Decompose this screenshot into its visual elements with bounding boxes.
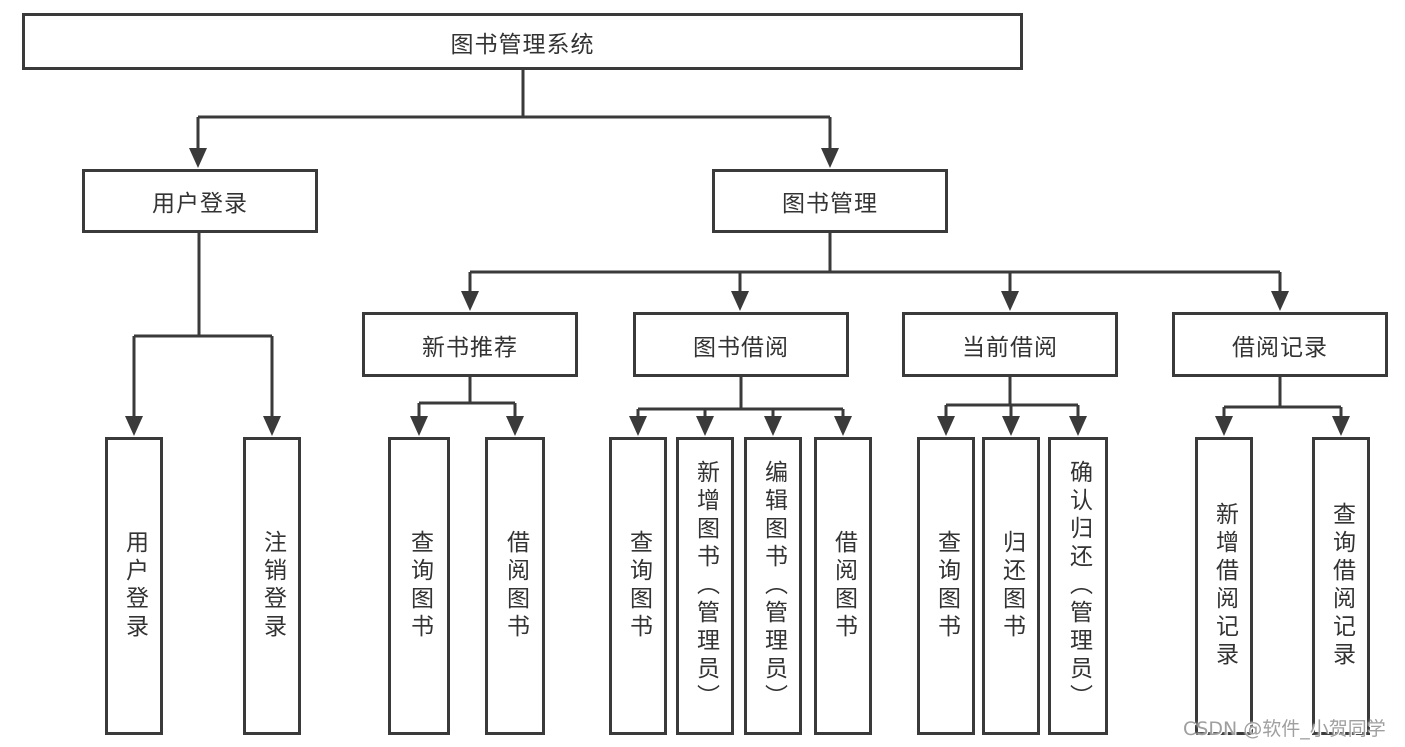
leaf-add-book-admin-label: 新增图书（管理员） (692, 460, 719, 712)
node-current-borrowing-label: 当前借阅 (962, 334, 1058, 361)
leaf-query-books-borrowing: 查询图书 (609, 437, 667, 735)
leaf-query-books-recommend: 查询图书 (388, 437, 450, 735)
node-current-borrowing: 当前借阅 (902, 312, 1118, 377)
leaf-edit-book-admin: 编辑图书（管理员） (744, 437, 802, 735)
node-new-book-recommend-label: 新书推荐 (422, 334, 518, 361)
leaf-logout: 注销登录 (243, 437, 301, 735)
node-book-borrowing: 图书借阅 (633, 312, 849, 377)
leaf-query-borrow-record-label: 查询借阅记录 (1328, 502, 1355, 670)
node-root: 图书管理系统 (22, 13, 1023, 70)
node-book-management-label: 图书管理 (782, 191, 878, 217)
node-user-login: 用户登录 (82, 169, 318, 233)
leaf-query-books-recommend-label: 查询图书 (406, 530, 433, 642)
leaf-edit-book-admin-label: 编辑图书（管理员） (760, 460, 787, 712)
leaf-confirm-return-admin: 确认归还（管理员） (1048, 437, 1108, 735)
leaf-query-borrow-record: 查询借阅记录 (1312, 437, 1370, 735)
leaf-user-login-label: 用户登录 (121, 530, 148, 642)
node-book-management: 图书管理 (712, 169, 948, 233)
leaf-borrow-books-recommend-label: 借阅图书 (502, 530, 529, 642)
leaf-confirm-return-admin-label: 确认归还（管理员） (1065, 460, 1092, 712)
node-root-label: 图书管理系统 (450, 31, 595, 58)
node-book-borrowing-label: 图书借阅 (693, 334, 789, 361)
leaf-logout-label: 注销登录 (259, 530, 286, 642)
csdn-watermark: CSDN @软件_小贺同学 (1183, 718, 1386, 740)
leaf-user-login: 用户登录 (105, 437, 163, 735)
leaf-return-books: 归还图书 (982, 437, 1040, 735)
leaf-borrow-books-borrowing-label: 借阅图书 (830, 530, 857, 642)
leaf-borrow-books-borrowing: 借阅图书 (814, 437, 872, 735)
leaf-borrow-books-recommend: 借阅图书 (485, 437, 545, 735)
leaf-query-books-current: 查询图书 (917, 437, 975, 735)
node-new-book-recommend: 新书推荐 (362, 312, 578, 377)
leaf-return-books-label: 归还图书 (998, 530, 1025, 642)
leaf-add-book-admin: 新增图书（管理员） (676, 437, 734, 735)
leaf-add-borrow-record-label: 新增借阅记录 (1211, 502, 1238, 670)
node-user-login-label: 用户登录 (152, 191, 248, 217)
node-borrowing-records-label: 借阅记录 (1232, 334, 1328, 361)
leaf-add-borrow-record: 新增借阅记录 (1195, 437, 1253, 735)
leaf-query-books-borrowing-label: 查询图书 (625, 530, 652, 642)
node-borrowing-records: 借阅记录 (1172, 312, 1388, 377)
leaf-query-books-current-label: 查询图书 (933, 530, 960, 642)
